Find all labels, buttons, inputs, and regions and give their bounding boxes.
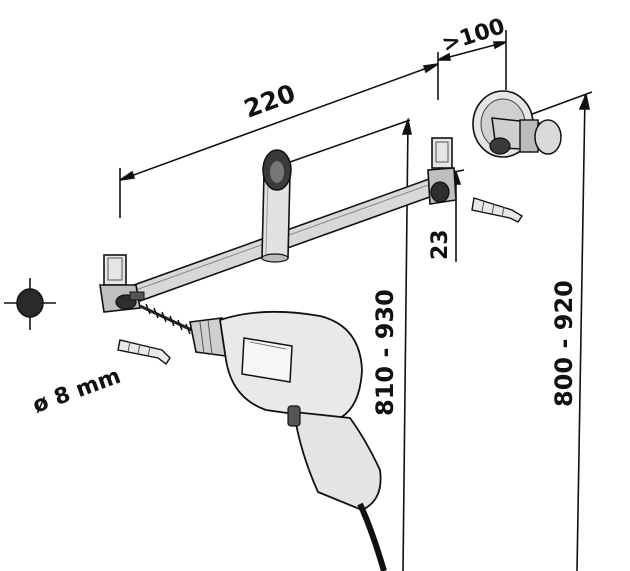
arrowhead [437, 52, 451, 61]
label-rail-width: 220 [240, 79, 299, 124]
label-bracket-offset: 23 [428, 229, 453, 260]
drill-handle [292, 410, 382, 511]
drill-vent [241, 337, 293, 383]
shower-rail [99, 137, 457, 313]
electric-drill [189, 310, 387, 571]
wall-plug-right [471, 197, 523, 223]
rail-bracket-right [427, 137, 457, 205]
arrowhead [422, 63, 439, 74]
arrowhead [401, 117, 412, 135]
drill-trigger [287, 405, 301, 427]
wall-valve-connector [472, 90, 562, 158]
label-rail-height: 810 - 930 [371, 289, 399, 416]
extension-line-rail-top [289, 119, 411, 163]
drill-cable [357, 502, 387, 571]
label-valve-height: 800 - 920 [550, 280, 578, 407]
dimension-valve-height [504, 91, 593, 571]
arrowhead [578, 92, 590, 110]
dimension-side-clearance [437, 30, 507, 90]
drill-bit [139, 303, 197, 335]
arrowhead [119, 170, 136, 181]
rail-bracket-left [99, 254, 145, 313]
dimension-line-800-920 [576, 94, 586, 571]
label-drill-bit: ø 8 mm [30, 364, 125, 419]
drill-hole-marker [4, 278, 56, 330]
dimension-line-220 [119, 63, 439, 181]
wall-plug-left [117, 339, 171, 366]
arrowhead [493, 41, 507, 50]
